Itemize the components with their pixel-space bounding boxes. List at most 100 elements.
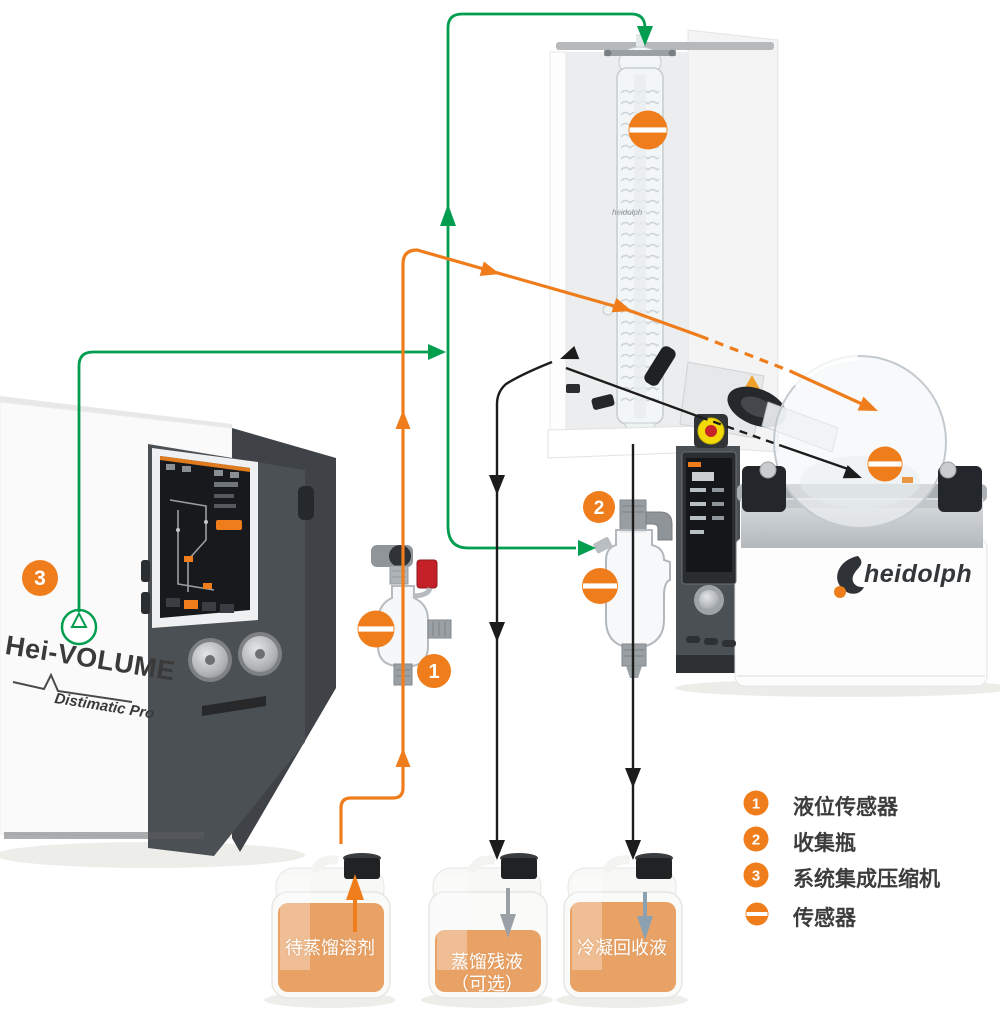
arrow-down-residue-2 [489,622,505,642]
green-line-compressor-to-junction [77,350,428,612]
arrow-down-residue-1 [489,475,505,495]
recovered-down-arrow [637,916,653,940]
legend-badge-3 [743,862,769,888]
arrow-down-residue-3 [489,840,505,860]
sensor-marker-level-valve [357,610,395,648]
feed-line-orange [339,248,863,844]
orange-line-canister-to-diagonal [339,248,701,844]
sensor-marker-bottle [582,568,618,604]
legend-label-3: 系统集成压缩机 [793,868,940,891]
black-diagonal-solid-1 [565,366,701,419]
sensor-marker-condenser [628,110,668,150]
canister-cap [344,858,380,879]
black-arrowheads [489,346,862,860]
legend-label-2: 收集瓶 [793,832,856,855]
svg-text:3: 3 [752,868,760,885]
badge-1-level-sensor [417,654,451,688]
arrow-right-into-bottle [578,540,596,556]
evaporator-brand: heidolph [864,560,973,588]
liquid-fill [435,930,541,992]
legend-badge-1 [743,790,769,816]
svg-text:1: 1 [752,796,760,813]
hose-fitting [644,346,676,386]
canister-feed-solvent [271,853,391,999]
screen-flow-diagram [166,482,242,613]
arrow-up-feed-1 [395,410,411,429]
condenser-top-bar [556,42,774,50]
green-line-junction-to-condenser-and-bottle [446,12,647,550]
legend-badge-2 [743,826,769,852]
canister-label-residue-2: （可选） [451,974,523,994]
orange-line-dashed-segment [699,334,791,373]
numbered-badges: 1 2 3 [22,491,615,688]
liquid-fill [278,903,384,992]
canister-handle [309,855,339,875]
evaporating-flask [773,354,947,529]
condenser-unit [547,29,779,459]
legend-sensor-icon [745,902,769,926]
arrow-upleft-condenser [560,346,580,360]
badge-2-collection-bottle [583,491,615,523]
compressor-pump-symbol [60,608,98,646]
canister-residue [428,853,548,999]
canister-handle [466,855,496,875]
arrow-diagonal-2 [611,297,632,313]
touchscreen [160,456,250,618]
arrow-up-vacuum [440,204,456,226]
black-diagonal-solid-2 [781,444,849,471]
heidolph-logo-swoosh [834,556,864,598]
control-knob-right [238,632,282,676]
orange-arrowheads [395,261,878,767]
canister-flow-arrows [346,874,653,940]
canister-handle [601,855,631,875]
collection-bottle [593,499,673,678]
badge-3-compressor [22,560,58,596]
red-cap [416,559,438,589]
svg-text:2: 2 [752,832,760,849]
bath-clamp-left [742,466,786,512]
sensor-marker-flask [867,446,903,482]
badge-3-number: 3 [34,567,46,590]
arrow-down-collect-1 [625,768,641,788]
canister-cap [501,858,537,879]
screen-top-strip [160,456,250,472]
orange-line-into-flask [789,369,863,406]
arrow-up-feed-2 [395,748,411,767]
bottle-glass-body [605,529,671,647]
rotary-evaporator [676,354,988,687]
screen-header-icons [166,464,239,478]
canister-label-residue: 蒸馏残液 [451,952,523,972]
condenser-brand-text: heidolph [612,208,643,217]
sensor-markers [357,110,903,648]
black-line-residue [495,360,553,842]
bottle-inlet-nozzle [593,537,613,554]
legend-badges: 1 2 3 [743,790,769,926]
legend-label-sensor: 传感器 [793,907,856,930]
legend-label-1: 液位传感器 [793,796,898,819]
canister-cap [636,858,672,879]
arrow-into-flask [857,396,878,411]
arrow-right-into-junction [428,344,446,360]
pump-triangle-icon [70,611,88,628]
canister-recovered [563,853,683,999]
evaporator-control-panel [681,451,737,647]
bottle-elbow-fitting [645,511,673,541]
green-arrowheads [428,26,653,556]
canister-label-recovered: 冷凝回收液 [577,938,667,958]
solvent-up-arrow [346,874,364,900]
condenser-left-wall [549,51,567,453]
residue-down-arrow [500,914,516,938]
vacuum-line-green [77,12,647,612]
unit-base-line [4,832,204,839]
arrow-down-collect-2 [625,840,641,860]
canister-label-feed: 待蒸馏溶剂 [285,938,375,958]
arrow-into-flask-sensor [842,465,862,479]
distimatic-unit [0,396,336,856]
brand-underline [12,672,133,703]
vent-slot [202,696,266,716]
arrow-down-into-condenser [637,26,653,46]
badge-1-number: 1 [428,661,439,683]
emergency-stop-button [697,417,725,445]
